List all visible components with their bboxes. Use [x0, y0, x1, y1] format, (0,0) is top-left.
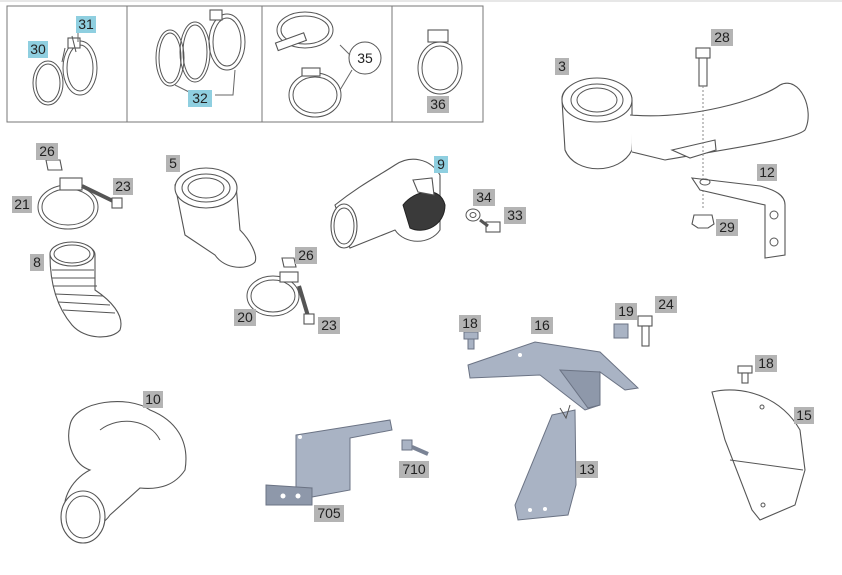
part-8-flex-pipe: [49, 241, 122, 338]
callout-16: 16: [531, 317, 553, 334]
callout-15: 15: [794, 407, 814, 424]
callout-9: 9: [434, 156, 448, 173]
callout-30: 30: [28, 41, 48, 58]
part-10-y-pipe: [60, 401, 187, 544]
part-23-bolt-lower: [297, 285, 315, 325]
part-18-bolt-right: [737, 365, 753, 384]
callout-8: 8: [30, 254, 44, 271]
part-3-downpipe: [561, 77, 809, 170]
part-24-bolt: [637, 315, 653, 347]
callout-23-upper: 23: [113, 178, 133, 195]
part-21-clamp-upper: [37, 177, 99, 230]
part-18-bolt-left: [463, 331, 479, 350]
callout-20: 20: [234, 309, 256, 326]
part-26-nut-lower: [281, 257, 297, 268]
callout-19: 19: [615, 303, 637, 320]
callout-13: 13: [576, 461, 598, 478]
part-32-clamp-set: [155, 9, 246, 87]
part-19-spacer: [613, 323, 629, 339]
part-710-bolt: [401, 439, 429, 456]
callout-21: 21: [12, 196, 32, 213]
callout-29: 29: [716, 219, 738, 236]
callout-24: 24: [655, 296, 677, 313]
callout-12: 12: [757, 164, 777, 181]
part-12-support-bracket: [690, 177, 786, 259]
callout-28: 28: [711, 29, 733, 46]
callout-705: 705: [314, 505, 344, 522]
part-30-sealing-ring: [32, 60, 64, 106]
callout-23-lower: 23: [318, 317, 340, 334]
callout-36: 36: [427, 96, 449, 113]
part-36-band-clamp: [417, 29, 463, 95]
part-23-bolt-upper: [81, 184, 123, 209]
part-13-bracket: [514, 404, 577, 521]
callout-5: 5: [166, 155, 180, 172]
part-705-bracket: [265, 419, 393, 506]
callout-18-right: 18: [755, 355, 777, 372]
callout-710: 710: [399, 461, 429, 478]
callout-33: 33: [504, 207, 526, 224]
part-33-bolt: [479, 218, 501, 233]
part-20-clamp-lower: [246, 271, 300, 317]
part-9-catalyst-pipe: [330, 158, 446, 249]
callout-26-upper: 26: [36, 143, 58, 160]
part-5-intermediate-pipe: [174, 167, 257, 268]
part-35-clamp-assembly: [274, 11, 342, 118]
part-15-heat-shield: [711, 389, 806, 521]
callout-34: 34: [473, 189, 495, 206]
callout-26-lower: 26: [295, 247, 317, 264]
callout-3: 3: [555, 58, 569, 75]
callout-32: 32: [188, 90, 212, 107]
part-28-bolt: [695, 47, 711, 87]
part-26-nut-upper: [45, 159, 63, 171]
part-29-nut: [691, 214, 715, 229]
callout-31: 31: [76, 16, 96, 33]
callout-18-left: 18: [459, 315, 481, 332]
callout-35: 35: [357, 50, 373, 66]
part-16-bracket: [467, 341, 640, 411]
part-34-washer: [465, 208, 481, 222]
callout-10: 10: [143, 391, 163, 408]
part-31-v-band-clamp: [61, 35, 98, 96]
